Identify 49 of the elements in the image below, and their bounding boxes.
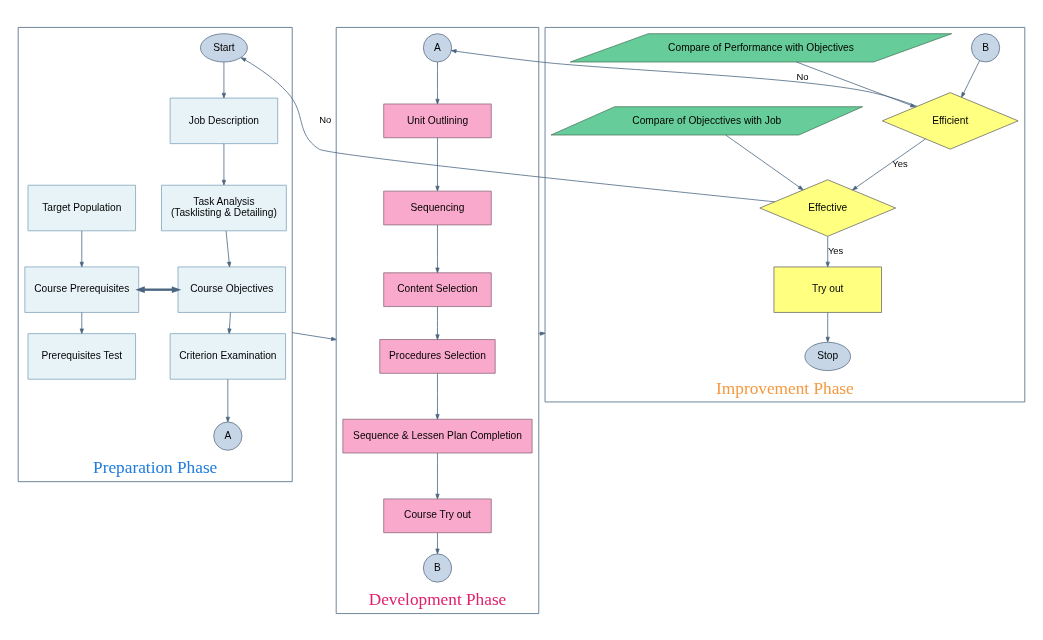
- arrow: [961, 59, 980, 98]
- arrow: [435, 532, 440, 554]
- node-circle: A: [213, 421, 243, 451]
- edge-label: No: [319, 113, 332, 125]
- arrow: [725, 134, 804, 190]
- node-box: Procedures Selection: [379, 338, 496, 374]
- arrow: [825, 311, 830, 342]
- arrow: [227, 311, 232, 334]
- arrow: [435, 61, 440, 104]
- arrow: [291, 331, 337, 341]
- arrow: [435, 452, 440, 499]
- node-box: Sequencing: [383, 190, 492, 225]
- node-box: Course Objectives: [177, 266, 286, 313]
- arrow: [225, 230, 232, 267]
- node-box: Course Try out: [383, 498, 492, 533]
- node-box: Job Description: [169, 97, 279, 144]
- node-box: Target Population: [27, 184, 136, 231]
- node-diamond: Effective: [759, 178, 897, 237]
- arrow: [221, 61, 226, 98]
- node-box: Prerequisites Test: [27, 332, 136, 380]
- arrow: [451, 48, 918, 107]
- arrow: [435, 372, 440, 420]
- edge-label: No: [796, 70, 809, 82]
- node-box: Unit Outlining: [383, 103, 492, 138]
- node-box: Content Selection: [383, 271, 492, 307]
- arrow: [795, 61, 916, 107]
- node-box: Sequence & Lessen Plan Completion: [342, 418, 533, 453]
- arrow: [225, 378, 230, 422]
- node-box: Criterion Examination: [169, 332, 286, 380]
- arrow: [79, 311, 84, 334]
- node-circle: B: [971, 32, 1001, 62]
- arrow: [435, 136, 440, 191]
- arrow: [221, 142, 226, 185]
- arrow: [435, 305, 440, 340]
- node-box: Task Analysis (Tasklisting & Detailing): [161, 184, 287, 231]
- node-ellipse: Stop: [804, 341, 851, 371]
- arrow: [852, 138, 926, 190]
- node-circle: A: [422, 32, 452, 62]
- edge-label: Yes: [827, 244, 844, 256]
- node-box: Try out: [773, 266, 882, 313]
- arrow: [825, 235, 830, 267]
- arrow: [538, 331, 546, 336]
- arrow: [79, 230, 84, 267]
- arrow: [435, 224, 440, 273]
- node-box: Course Prerequisites: [24, 266, 140, 313]
- arrow: [240, 56, 776, 202]
- node-circle: B: [422, 553, 452, 583]
- edge-label: Yes: [892, 157, 908, 169]
- arrow: [135, 285, 182, 293]
